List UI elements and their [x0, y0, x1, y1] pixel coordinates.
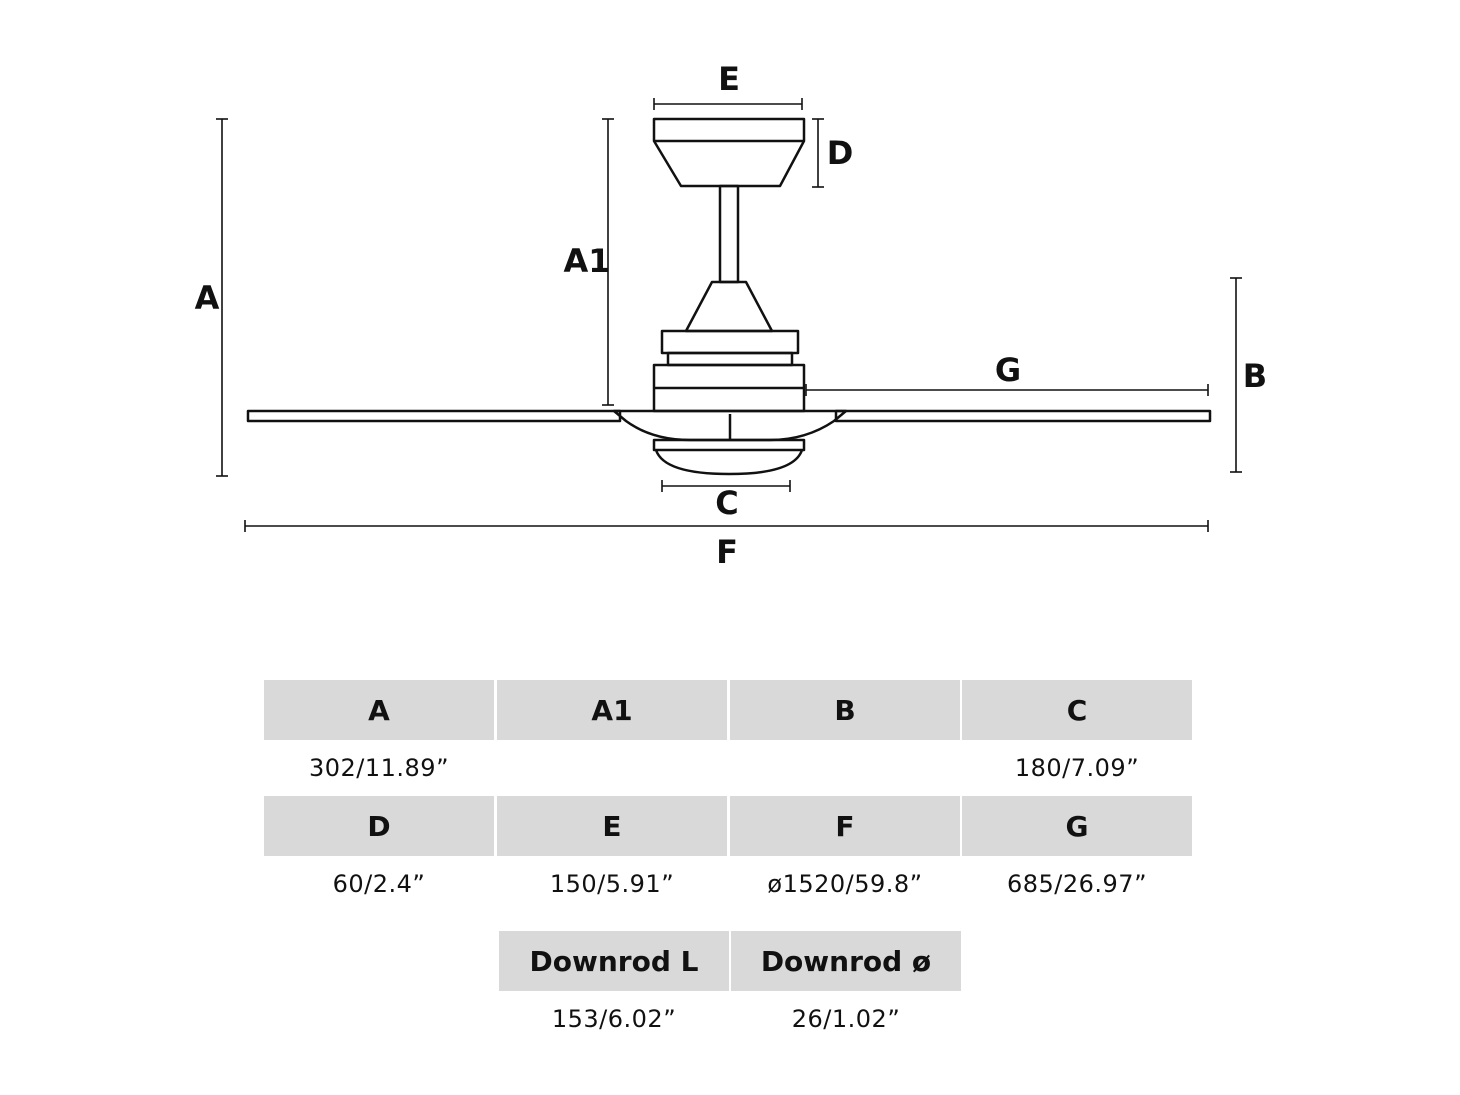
header-C: C — [962, 680, 1192, 740]
downrod — [718, 184, 740, 284]
value-E: 150/5.91” — [549, 870, 675, 898]
header-G: G — [962, 796, 1192, 856]
light-kit-dome — [654, 449, 804, 476]
value-B — [730, 740, 960, 796]
label-C: C — [715, 484, 738, 522]
label-D: D — [827, 134, 854, 172]
header-F: F — [730, 796, 960, 856]
header-A1: A1 — [497, 680, 727, 740]
header-downrod-length: Downrod L — [499, 931, 729, 991]
value-G: 685/26.97” — [1006, 870, 1148, 898]
label-F: F — [716, 533, 738, 571]
value-A1 — [497, 740, 727, 796]
blade-right — [834, 409, 1212, 423]
value-A: 302/11.89” — [308, 754, 450, 782]
light-kit-ring — [652, 438, 806, 452]
value-downrod-diameter: 26/1.02” — [791, 1005, 901, 1033]
label-G: G — [995, 351, 1021, 389]
header-B: B — [730, 680, 960, 740]
downrod-coupler — [684, 280, 774, 333]
header-D: D — [264, 796, 494, 856]
value-D: 60/2.4” — [332, 870, 426, 898]
label-E: E — [718, 60, 740, 98]
value-F: ø1520/59.8” — [767, 870, 923, 898]
motor-top-ring — [660, 329, 800, 355]
value-C: 180/7.09” — [1014, 754, 1140, 782]
value-downrod-length: 153/6.02” — [551, 1005, 677, 1033]
canopy — [652, 117, 806, 188]
header-E: E — [497, 796, 727, 856]
label-A: A — [195, 279, 220, 317]
header-A: A — [264, 680, 494, 740]
blade-left — [246, 409, 622, 423]
label-A1: A1 — [563, 242, 610, 280]
header-downrod-diameter: Downrod ø — [731, 931, 961, 991]
ceiling-fan-dimension-diagram: E D A1 A B G C F — [195, 60, 1268, 571]
label-B: B — [1243, 357, 1267, 395]
